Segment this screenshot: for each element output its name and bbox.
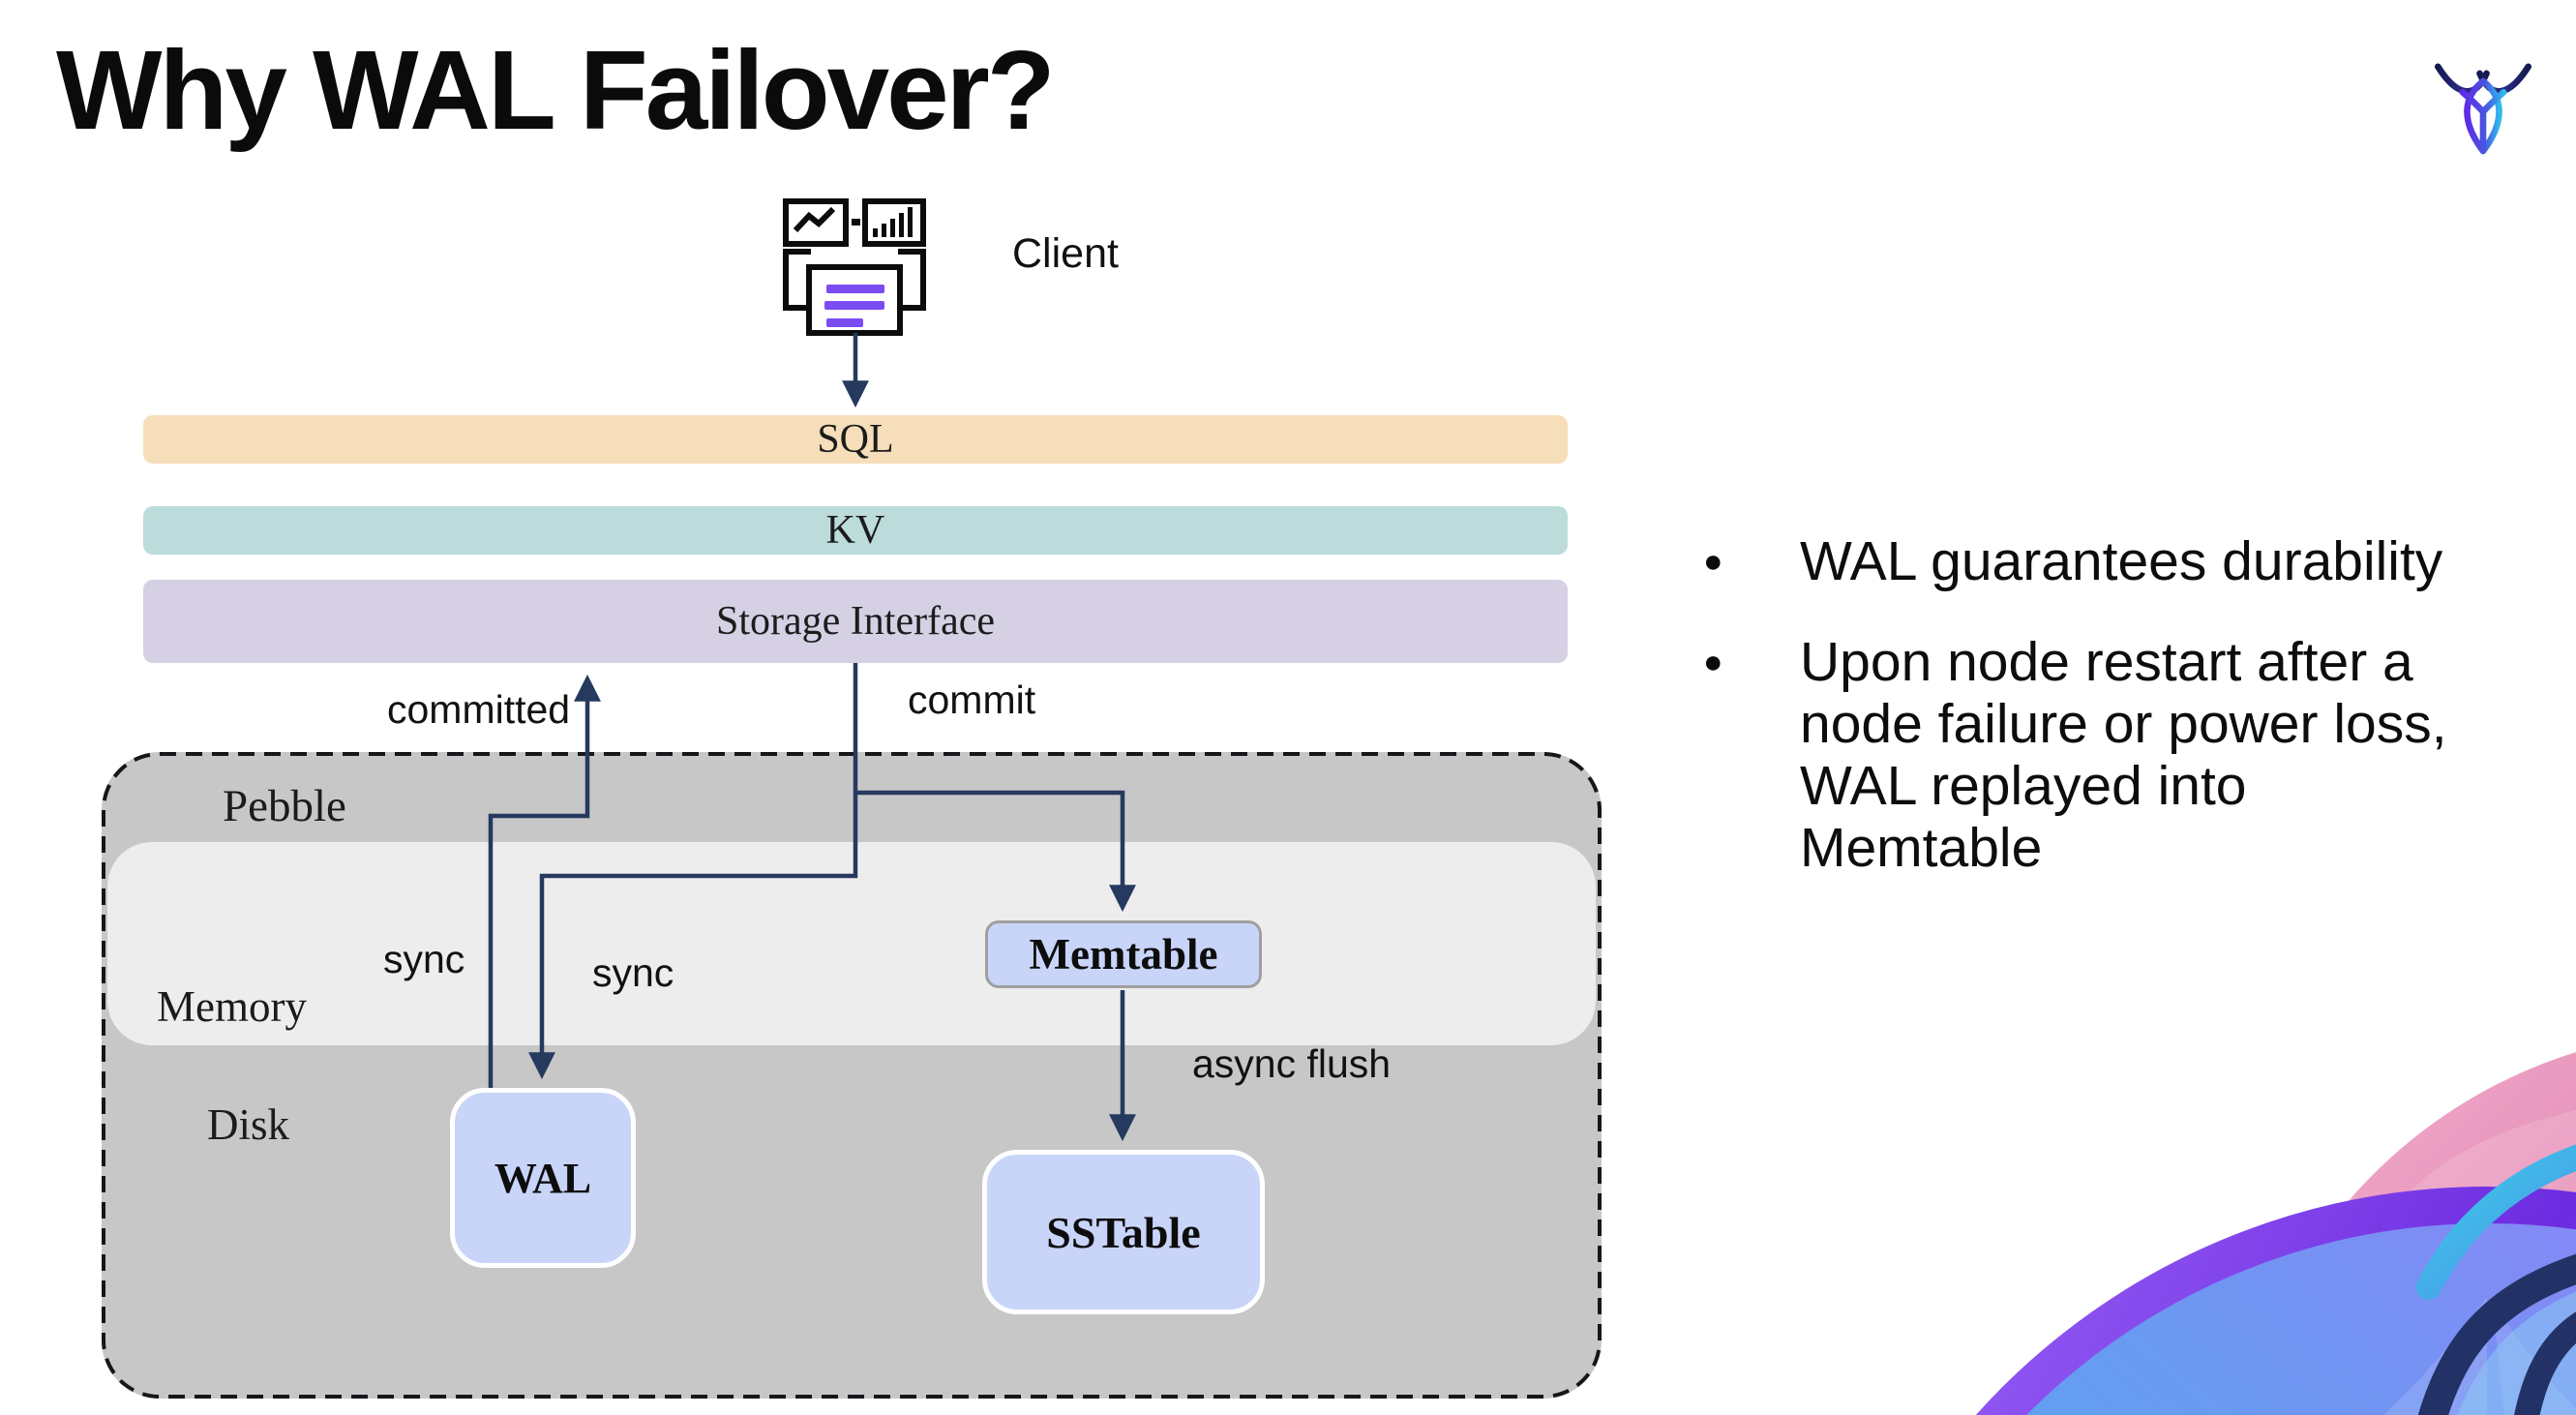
layer-bar-storage-label: Storage Interface bbox=[716, 599, 995, 644]
memory-region bbox=[107, 842, 1596, 1045]
client-devices-icon bbox=[783, 198, 926, 336]
node-wal: WAL bbox=[450, 1088, 636, 1268]
pebble-label: Pebble bbox=[223, 781, 346, 831]
brand-spheres-art-icon bbox=[1976, 1052, 2576, 1415]
bullet-text: WAL guarantees durability bbox=[1800, 530, 2443, 592]
node-memtable: Memtable bbox=[985, 920, 1262, 988]
layer-bar-storage-interface: Storage Interface bbox=[143, 580, 1568, 663]
bullet-item: ● WAL guarantees durability bbox=[1692, 530, 2475, 592]
layer-bar-sql: SQL bbox=[143, 415, 1568, 464]
node-sstable: SSTable bbox=[982, 1150, 1265, 1314]
edge-label-sync-right: sync bbox=[592, 950, 674, 995]
layer-bar-kv: KV bbox=[143, 506, 1568, 555]
edge-label-commit: commit bbox=[908, 677, 1036, 722]
node-memtable-label: Memtable bbox=[1029, 930, 1218, 978]
bullet-item: ● Upon node restart after a node failure… bbox=[1692, 631, 2475, 879]
layer-bar-kv-label: KV bbox=[825, 508, 885, 553]
bullet-marker-icon: ● bbox=[1703, 543, 1723, 580]
layer-bar-sql-label: SQL bbox=[817, 417, 894, 462]
node-sstable-label: SSTable bbox=[1046, 1207, 1201, 1257]
disk-region-label: Disk bbox=[207, 1100, 290, 1149]
memory-region-label: Memory bbox=[157, 982, 307, 1031]
edge-label-async-flush: async flush bbox=[1192, 1041, 1392, 1086]
page-title: Why WAL Failover? bbox=[56, 27, 1056, 153]
bullet-text: Upon node restart after a node failure o… bbox=[1800, 631, 2447, 879]
cockroach-labs-logo-icon bbox=[2434, 63, 2532, 155]
edge-label-sync-left: sync bbox=[383, 937, 465, 981]
bullet-marker-icon: ● bbox=[1703, 644, 1723, 680]
bullet-list: ● WAL guarantees durability ● Upon node … bbox=[1692, 530, 2475, 918]
edge-label-committed: committed bbox=[387, 687, 571, 732]
client-label: Client bbox=[1012, 230, 1119, 277]
node-wal-label: WAL bbox=[494, 1154, 592, 1202]
